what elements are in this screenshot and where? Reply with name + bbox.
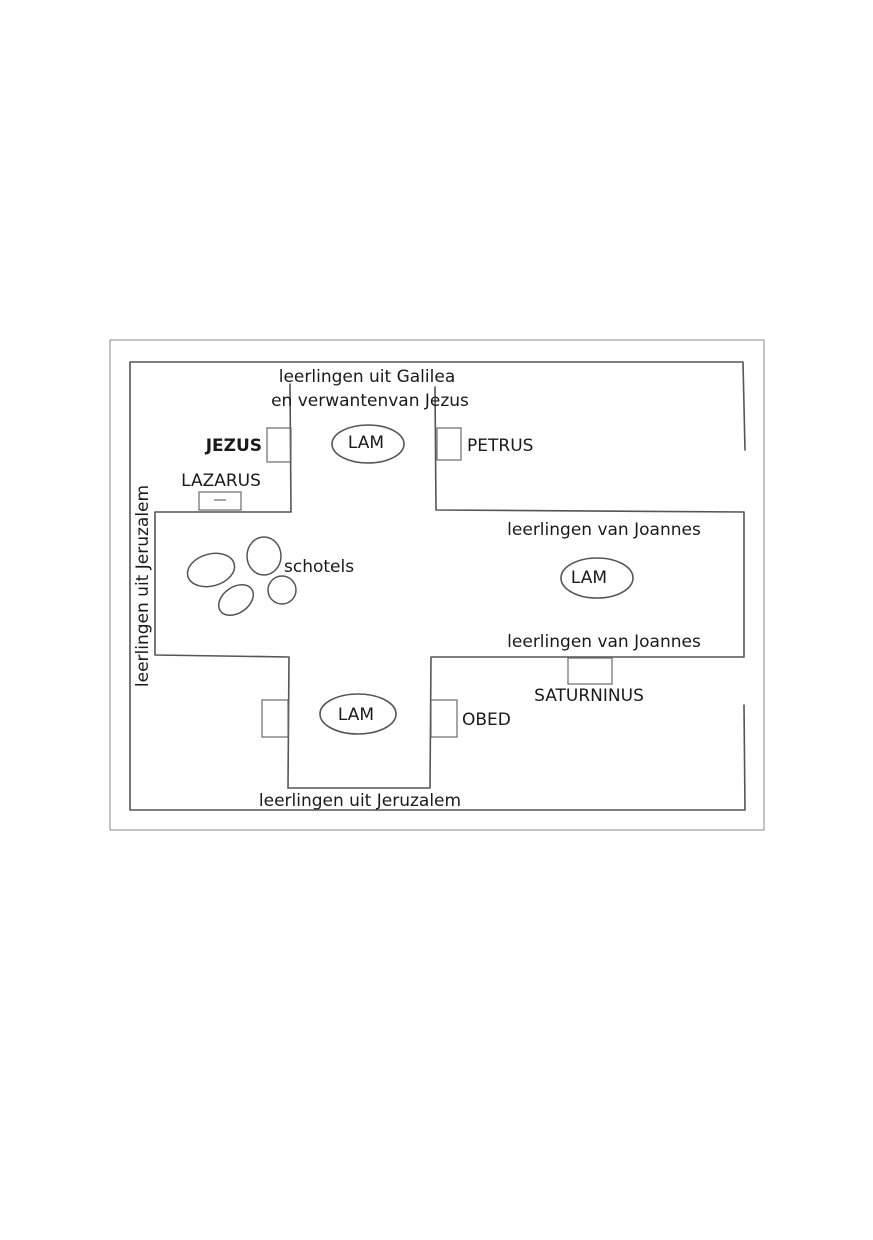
- dish-3: [217, 584, 255, 616]
- dish-4: [267, 575, 297, 605]
- cross-table-outline: [154, 383, 745, 789]
- lamb-platter-south: [319, 693, 397, 735]
- label-lamb-east: LAM: [571, 568, 607, 588]
- label-south: leerlingen uit Jeruzalem: [259, 791, 461, 811]
- seat-saturninus: [567, 657, 613, 685]
- lamb-platter-north: [331, 424, 405, 464]
- label-north-line2: en verwantenvan Jezus: [271, 391, 469, 411]
- lamb-platter-east: [560, 557, 634, 599]
- diagram-frame: [109, 339, 765, 831]
- dish-2: [246, 536, 282, 576]
- label-jezus: JEZUS: [205, 436, 262, 456]
- label-petrus: PETRUS: [467, 436, 533, 456]
- label-west-side: leerlingen uit Jeruzalem: [133, 485, 153, 687]
- room-outline: [129, 361, 746, 811]
- dish-1: [186, 552, 236, 588]
- label-north-line1: leerlingen uit Galilea: [279, 367, 455, 387]
- seat-lazarus: [198, 491, 242, 511]
- label-lamb-north: LAM: [348, 433, 384, 453]
- label-lamb-south: LAM: [338, 705, 374, 725]
- label-east-top: leerlingen van Joannes: [507, 520, 701, 540]
- seat-obed: [430, 699, 458, 738]
- seat-south-west: [261, 699, 289, 738]
- label-lazarus: LAZARUS: [181, 471, 261, 491]
- label-obed: OBED: [462, 710, 511, 730]
- seat-petrus: [436, 427, 462, 461]
- label-east-bottom: leerlingen van Joannes: [507, 632, 701, 652]
- label-schotels: schotels: [284, 557, 354, 577]
- seat-jezus: [266, 427, 292, 463]
- label-saturninus: SATURNINUS: [534, 686, 644, 706]
